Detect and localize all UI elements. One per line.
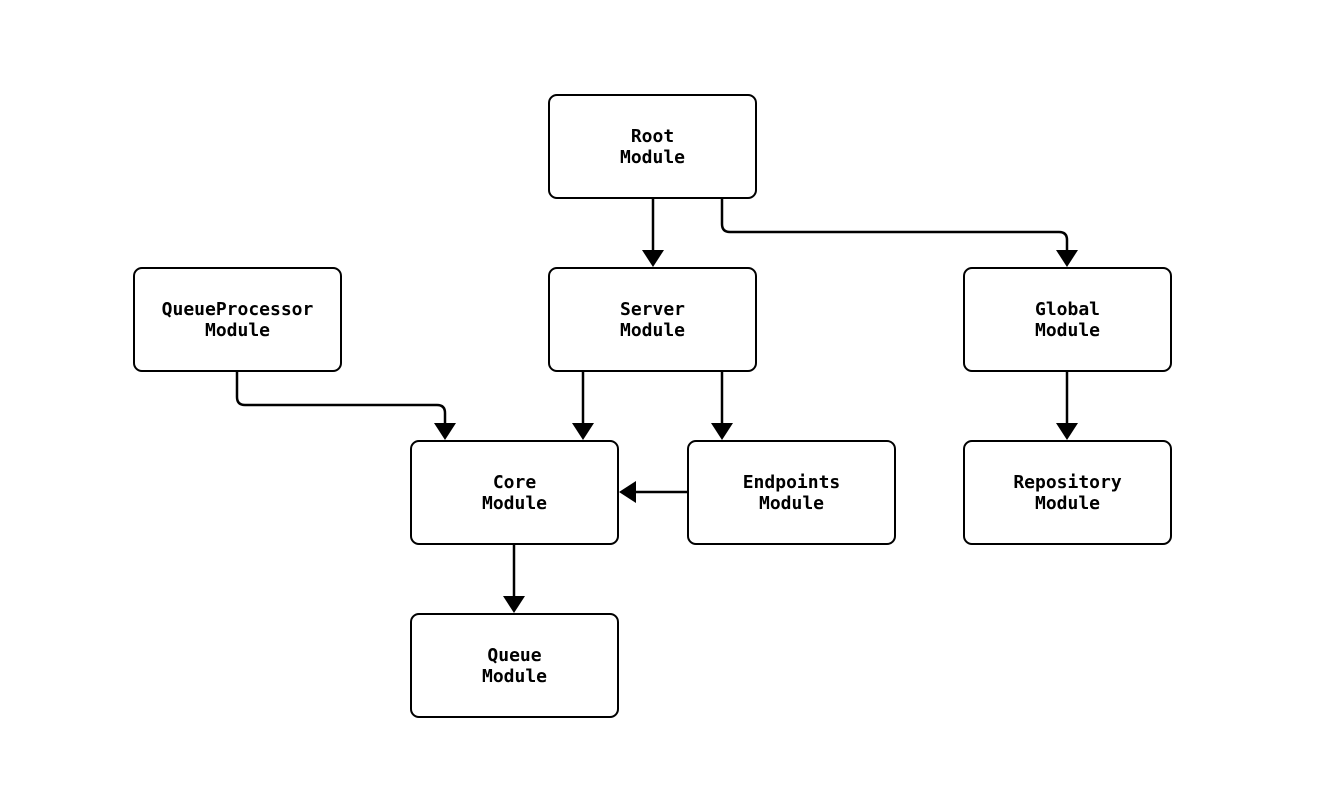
node-root-module: Root Module bbox=[548, 94, 757, 199]
arrowhead-icon bbox=[642, 250, 664, 267]
node-repository-module: Repository Module bbox=[963, 440, 1172, 545]
arrowhead-icon bbox=[434, 423, 456, 440]
node-queue-module: Queue Module bbox=[410, 613, 619, 718]
arrowhead-icon bbox=[1056, 250, 1078, 267]
edge-core-to-queue bbox=[503, 545, 525, 613]
node-label-line: Module bbox=[481, 492, 548, 514]
edge-endpoints-to-core bbox=[619, 481, 687, 503]
node-endpoints-module: Endpoints Module bbox=[687, 440, 896, 545]
node-server-module: Server Module bbox=[548, 267, 757, 372]
node-queueprocessor-module: QueueProcessor Module bbox=[133, 267, 342, 372]
node-label-line: Module bbox=[619, 319, 686, 341]
edge-queueprocessor-to-core bbox=[235, 372, 456, 440]
node-label-line: Endpoints bbox=[742, 471, 841, 493]
node-label-line: Module bbox=[758, 492, 825, 514]
edge-root-to-global bbox=[720, 198, 1078, 267]
node-label-line: Module bbox=[481, 665, 548, 687]
node-label-line: QueueProcessor bbox=[161, 298, 314, 320]
arrowhead-icon bbox=[619, 481, 636, 503]
node-label-line: Queue bbox=[487, 644, 542, 666]
node-label-line: Module bbox=[1034, 492, 1101, 514]
arrowhead-icon bbox=[711, 423, 733, 440]
node-label-line: Module bbox=[204, 319, 271, 341]
arrowhead-icon bbox=[503, 596, 525, 613]
node-label-line: Global bbox=[1034, 298, 1101, 320]
node-label-line: Core bbox=[492, 471, 537, 493]
node-label-line: Repository bbox=[1013, 471, 1122, 493]
node-core-module: Core Module bbox=[410, 440, 619, 545]
arrowhead-icon bbox=[572, 423, 594, 440]
edge-server-to-core bbox=[572, 372, 594, 440]
node-label-line: Root bbox=[630, 125, 675, 147]
edge-root-to-server bbox=[642, 198, 664, 267]
arrowhead-icon bbox=[1056, 423, 1078, 440]
edge-global-to-repository bbox=[1056, 372, 1078, 440]
node-global-module: Global Module bbox=[963, 267, 1172, 372]
edge-server-to-endpoints bbox=[711, 372, 733, 440]
node-label-line: Module bbox=[1034, 319, 1101, 341]
node-label-line: Server bbox=[619, 298, 686, 320]
node-label-line: Module bbox=[619, 146, 686, 168]
